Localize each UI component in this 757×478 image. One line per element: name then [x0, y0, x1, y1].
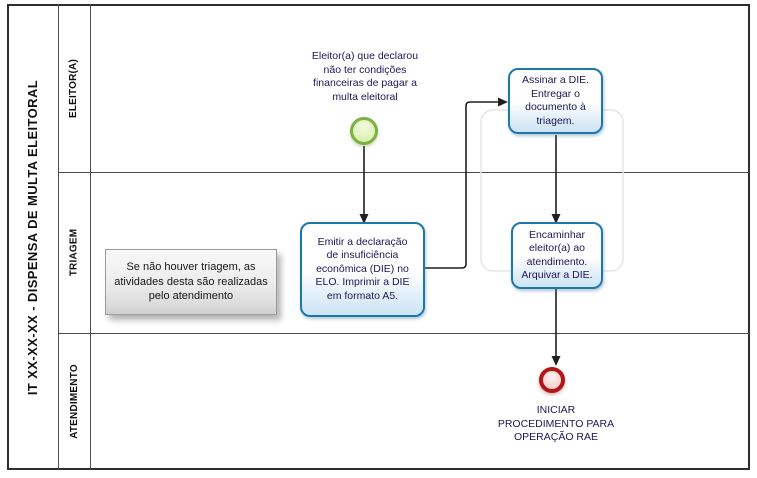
- start-event-label: Eleitor(a) que declarou não ter condiçõe…: [311, 50, 419, 103]
- lane-eleitora: ELEITOR(A): [58, 4, 90, 172]
- lane-label-atendimento: ATENDIMENTO: [68, 364, 80, 439]
- end-event: [539, 367, 565, 393]
- lane-atendimento: ATENDIMENTO: [58, 333, 90, 470]
- lane-divider-triagem-atendimento: [58, 333, 750, 334]
- lane-label-triagem: TRIAGEM: [68, 228, 80, 277]
- pool-title: IT XX-XX-XX - DISPENSA DE MULTA ELEITORA…: [25, 79, 40, 395]
- end-event-label: INICIAR PROCEDIMENTO PARA OPERAÇÃO RAE: [497, 404, 615, 443]
- lane-label-eleitora: ELEITOR(A): [68, 58, 80, 118]
- start-event: [350, 117, 378, 145]
- annotation-note: Se não houver triagem, as atividades des…: [105, 249, 277, 315]
- lane-divider-eleitora-triagem: [58, 172, 750, 173]
- task-encaminhar-eleitor: Encaminhar eleitor(a) ao atendimento. Ar…: [511, 222, 603, 289]
- lane-triagem: TRIAGEM: [58, 172, 90, 333]
- task-emitir-die: Emitir a declaração de insuficiência eco…: [300, 222, 425, 317]
- task-assinar-die: Assinar a DIE. Entregar o documento à tr…: [508, 68, 603, 134]
- lane-label-divider: [90, 4, 91, 470]
- title-column-divider: [58, 4, 59, 470]
- pool-title-band: IT XX-XX-XX - DISPENSA DE MULTA ELEITORA…: [7, 4, 58, 470]
